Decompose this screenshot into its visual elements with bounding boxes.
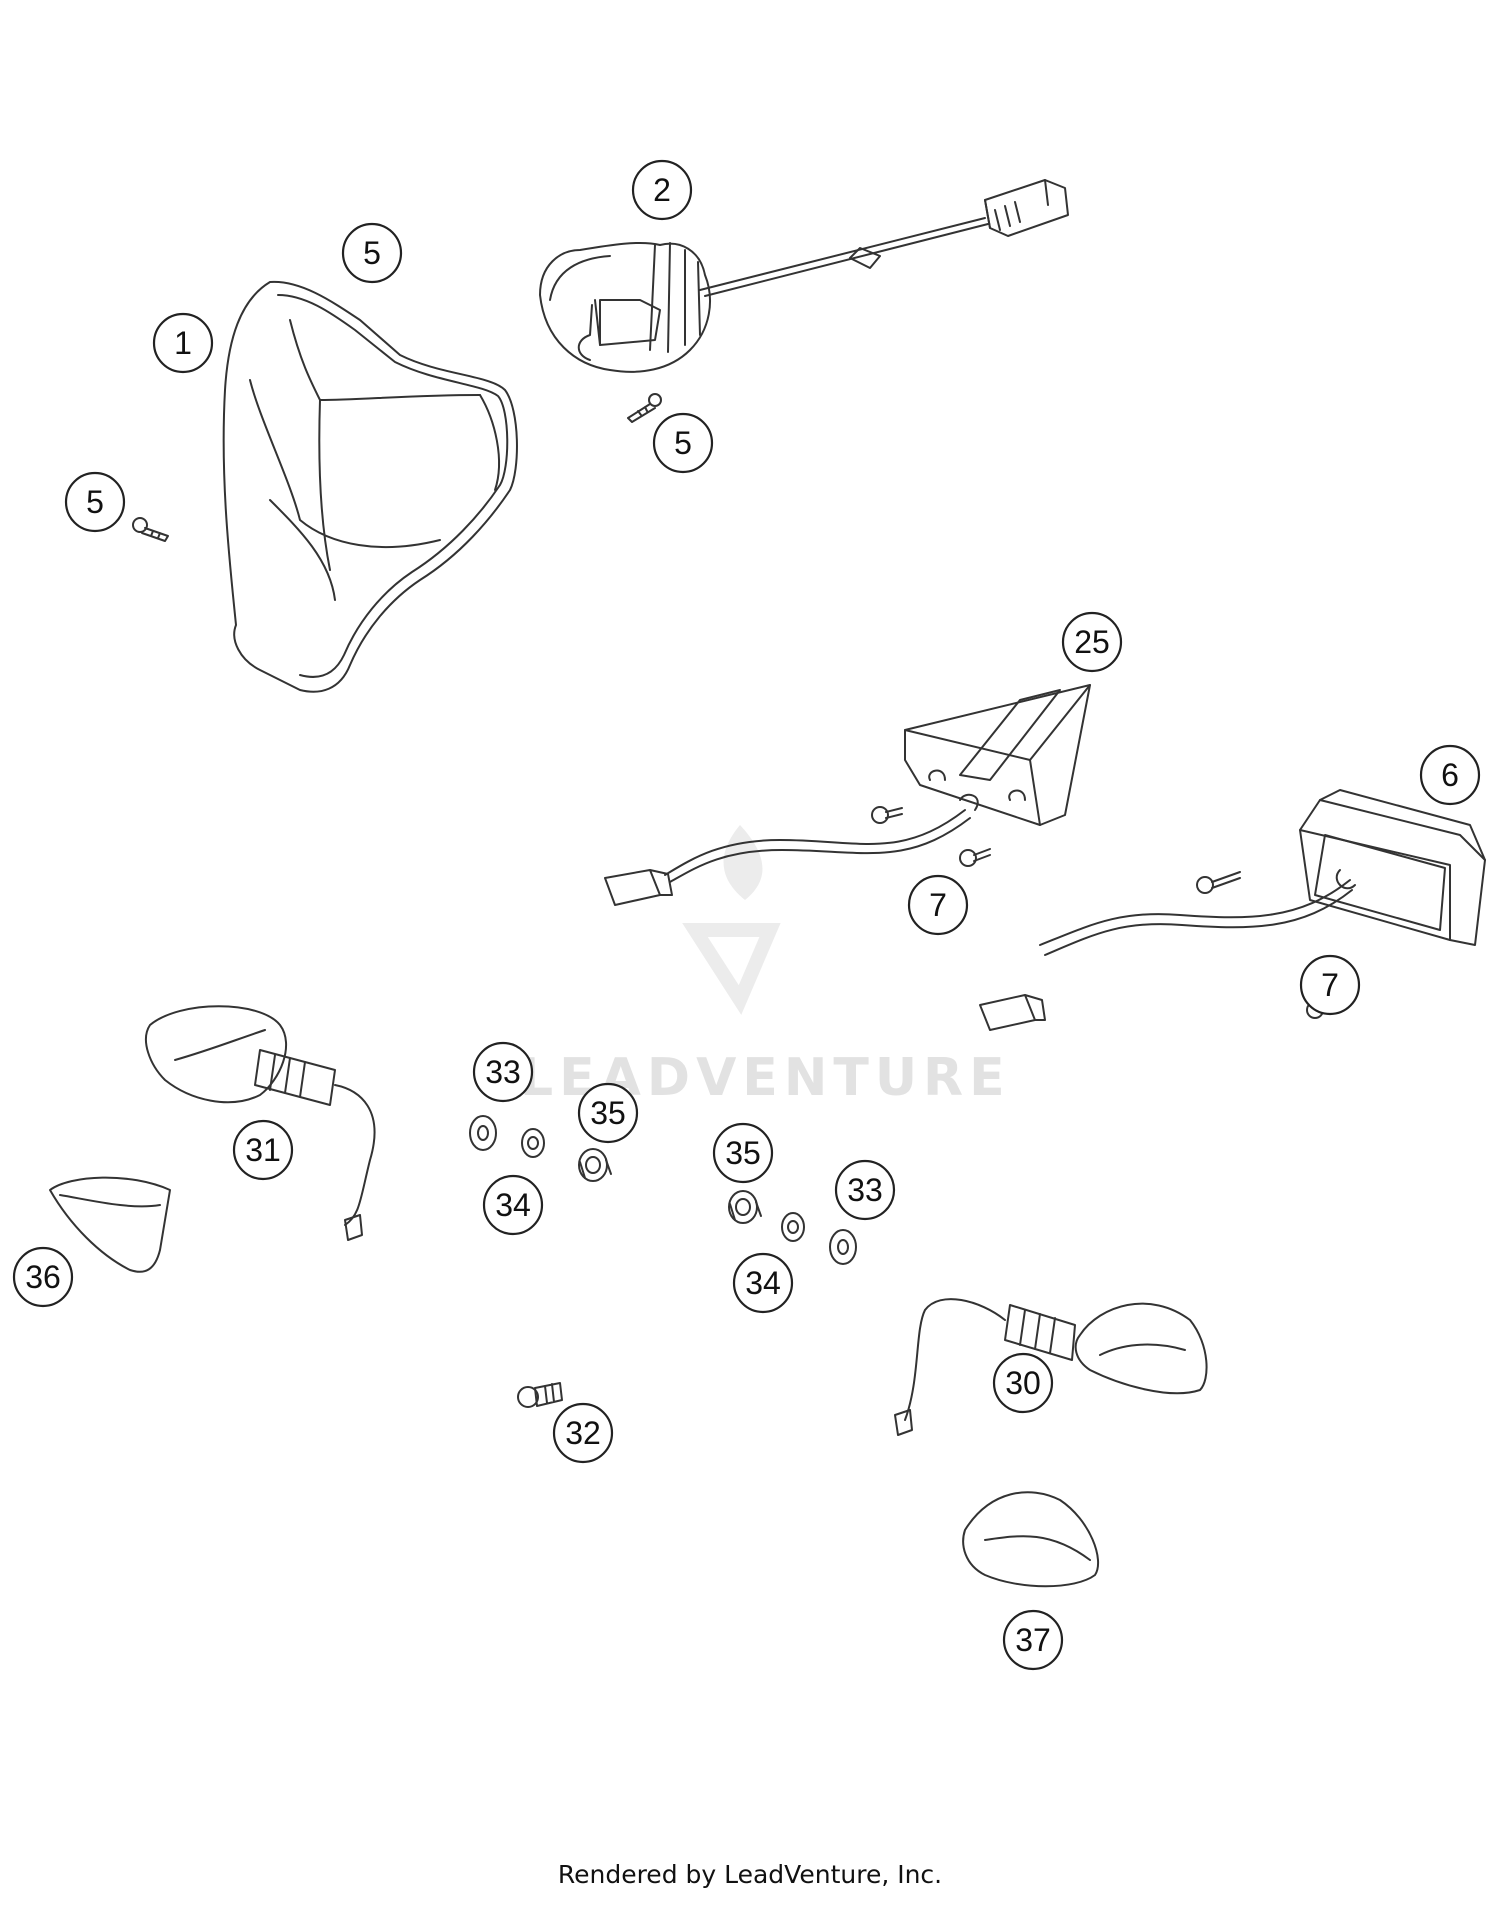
callout-33: 33 (472, 1041, 534, 1103)
callout-label: 6 (1441, 757, 1459, 793)
callout-5: 5 (652, 412, 714, 474)
callout-label: 30 (1005, 1365, 1041, 1401)
turn-signal-right (894, 1298, 1208, 1436)
callout-label: 34 (495, 1187, 531, 1223)
callout-label: 31 (245, 1132, 281, 1168)
callout-25: 25 (1061, 611, 1123, 673)
bulb (517, 1382, 563, 1408)
callout-circle (732, 1252, 794, 1314)
footer-credit: Rendered by LeadVenture, Inc. (557, 1860, 943, 1889)
callout-33: 33 (834, 1159, 896, 1221)
callout-circle (1002, 1609, 1064, 1671)
callout-2: 2 (631, 159, 693, 221)
callout-circle (152, 312, 214, 374)
callout-circle (64, 471, 126, 533)
callout-32: 32 (552, 1402, 614, 1464)
callout-label: 5 (86, 484, 104, 520)
callout-31: 31 (232, 1119, 294, 1181)
callout-1: 1 (152, 312, 214, 374)
callout-label: 37 (1015, 1622, 1051, 1658)
callout-35: 35 (712, 1122, 774, 1184)
nut-34-left (521, 1128, 545, 1158)
callout-circle (834, 1159, 896, 1221)
callout-label: 35 (590, 1095, 626, 1131)
callout-label: 7 (929, 887, 947, 923)
callout-30: 30 (992, 1352, 1054, 1414)
callout-34: 34 (482, 1174, 544, 1236)
headlight-socket-cable (539, 179, 1069, 373)
rear-light (604, 684, 1091, 906)
watermark: LEADVENTURE (520, 825, 1005, 1108)
callout-label: 32 (565, 1415, 601, 1451)
callout-circle (1419, 744, 1481, 806)
callout-35: 35 (577, 1082, 639, 1144)
callout-circle (1061, 611, 1123, 673)
callout-label: 25 (1074, 624, 1110, 660)
callout-circle (992, 1352, 1054, 1414)
callout-6: 6 (1419, 744, 1481, 806)
callout-circle (12, 1246, 74, 1308)
callout-5: 5 (341, 222, 403, 284)
lens-right (962, 1491, 1100, 1588)
callout-34: 34 (732, 1252, 794, 1314)
callout-circle (652, 412, 714, 474)
callout-circle (907, 874, 969, 936)
callout-label: 5 (674, 425, 692, 461)
callout-label: 5 (363, 235, 381, 271)
callout-circle (232, 1119, 294, 1181)
callout-circle (482, 1174, 544, 1236)
callout-label: 1 (174, 325, 192, 361)
spacer-35-right (728, 1190, 762, 1224)
callout-label: 2 (653, 172, 671, 208)
washer-33-left (469, 1115, 497, 1151)
callout-circle (472, 1041, 534, 1103)
callout-label: 33 (847, 1172, 883, 1208)
callout-5: 5 (64, 471, 126, 533)
spacer-35-left (578, 1148, 612, 1182)
callout-7: 7 (1299, 954, 1361, 1016)
watermark-v-icon (682, 923, 781, 1015)
callout-circle (631, 159, 693, 221)
turn-signal-left (145, 1005, 376, 1241)
callout-label: 36 (25, 1259, 61, 1295)
screw-socket (627, 393, 662, 423)
washer-33-right (829, 1229, 857, 1265)
callout-label: 7 (1321, 967, 1339, 1003)
headlight-mask (222, 280, 518, 693)
watermark-flame-icon (723, 825, 763, 900)
callout-label: 33 (485, 1054, 521, 1090)
callout-circle (552, 1402, 614, 1464)
callout-label: 34 (745, 1265, 781, 1301)
callout-circle (577, 1082, 639, 1144)
nut-34-right (781, 1212, 805, 1242)
callout-circle (1299, 954, 1361, 1016)
callout-37: 37 (1002, 1609, 1064, 1671)
callout-label: 35 (725, 1135, 761, 1171)
callout-circle (341, 222, 403, 284)
callout-circle (712, 1122, 774, 1184)
license-plate-light (979, 789, 1486, 1031)
lens-left (49, 1176, 171, 1273)
callout-36: 36 (12, 1246, 74, 1308)
callout-7: 7 (907, 874, 969, 936)
screw-left (132, 517, 169, 542)
